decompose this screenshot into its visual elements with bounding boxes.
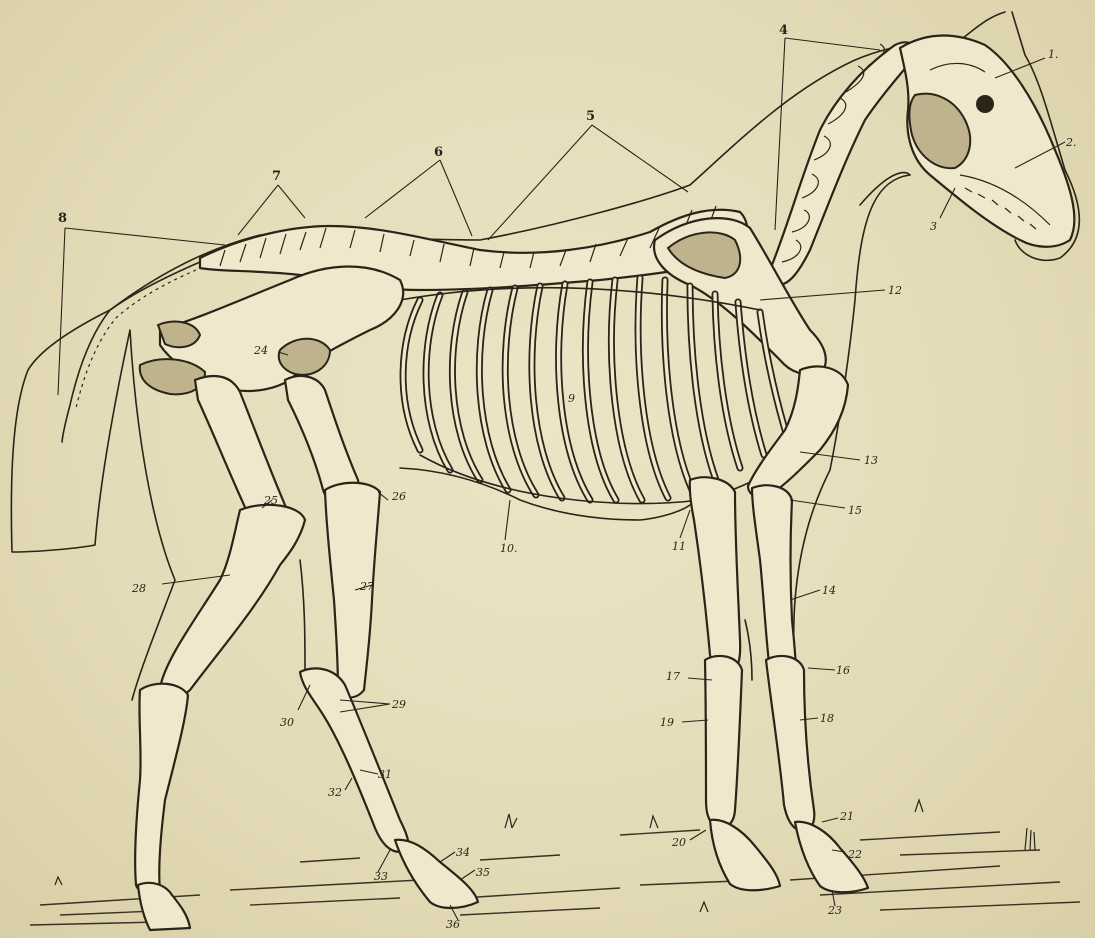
- fore-cannon-near: [766, 656, 814, 831]
- ground-hatching: [30, 800, 1080, 925]
- label-10: 10.: [500, 542, 518, 555]
- label-22: 22: [847, 848, 862, 861]
- hind-tibia-near: [160, 505, 305, 697]
- fore-radius-near: [752, 485, 796, 678]
- label-5: 5: [586, 109, 595, 124]
- label-25: 25: [263, 494, 278, 507]
- label-36: 36: [446, 918, 460, 931]
- rib-cage: [400, 278, 795, 504]
- label-8: 8: [58, 211, 67, 226]
- label-29: 29: [391, 698, 406, 711]
- label-26: 26: [391, 490, 406, 503]
- label-16: 16: [836, 664, 850, 677]
- label-27: 27: [359, 580, 374, 593]
- label-32: 32: [328, 786, 342, 799]
- label-12: 12: [888, 284, 902, 297]
- label-35: 35: [476, 866, 490, 879]
- label-24: 24: [253, 344, 268, 357]
- label-4: 4: [779, 23, 788, 38]
- cervical-vertebrae: [770, 42, 918, 285]
- label-13: 13: [864, 454, 878, 467]
- label-33: 33: [374, 870, 388, 883]
- label-21: 21: [839, 810, 854, 823]
- label-34: 34: [456, 846, 470, 859]
- hind-cannon-near: [135, 684, 188, 893]
- label-15: 15: [848, 504, 862, 517]
- fore-radius-far: [690, 477, 740, 674]
- label-23: 23: [827, 904, 842, 917]
- label-6: 6: [434, 145, 443, 160]
- label-19: 19: [660, 716, 674, 729]
- fore-cannon-far: [705, 656, 742, 827]
- label-30: 30: [280, 716, 294, 729]
- humerus: [748, 366, 848, 497]
- label-28: 28: [131, 582, 146, 595]
- label-31: 31: [378, 768, 392, 781]
- label-20: 20: [671, 836, 686, 849]
- label-17: 17: [666, 670, 680, 683]
- label-3: 3: [930, 220, 937, 233]
- label-7: 7: [272, 169, 281, 184]
- label-1: 1.: [1048, 48, 1059, 61]
- label-11: 11: [672, 540, 686, 553]
- label-18: 18: [820, 712, 834, 725]
- label-2: 2.: [1065, 136, 1077, 149]
- label-leader-lines: [58, 38, 1065, 920]
- label-9: 9: [568, 392, 575, 405]
- label-14: 14: [822, 584, 836, 597]
